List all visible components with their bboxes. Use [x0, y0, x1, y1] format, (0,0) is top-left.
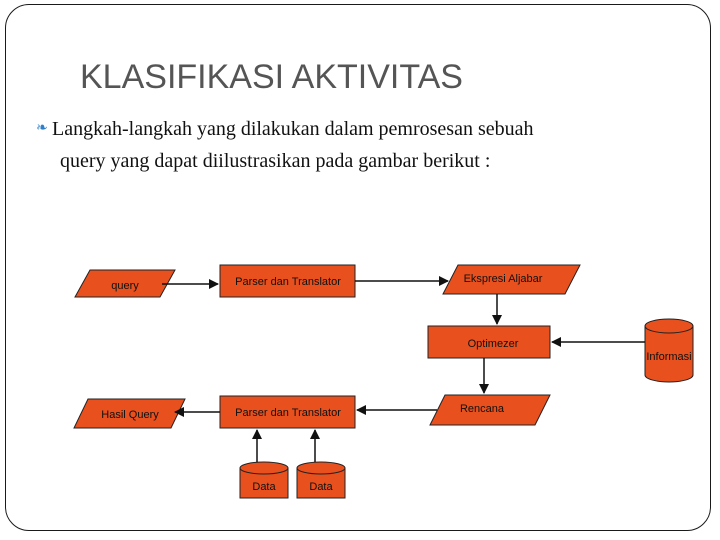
rencana-label: Rencana: [460, 403, 505, 415]
rencana-node: [429, 394, 551, 426]
bullet-icon: ❧: [36, 120, 48, 136]
data-database-icon: [239, 461, 289, 499]
hasil-query-node: [73, 398, 186, 429]
optimezer-label: Optimezer: [468, 338, 519, 350]
query-node: [74, 269, 176, 298]
ekspresi-aljabar-label: Ekspresi Aljabar: [464, 273, 543, 285]
query-label: query: [111, 280, 139, 292]
data-label-2: Data: [309, 481, 333, 493]
parser-translator-bottom-label: Parser dan Translator: [235, 407, 341, 419]
bullet-text-line-2: query yang dapat diilustrasikan pada gam…: [60, 150, 491, 172]
slide-frame: [5, 4, 711, 531]
parser-translator-top-label: Parser dan Translator: [235, 276, 341, 288]
slide-title: KLASIFIKASI AKTIVITAS: [80, 58, 463, 96]
hasil-query-label: Hasil Query: [101, 409, 159, 421]
data-label-1: Data: [252, 481, 276, 493]
bullet-text-line-1: Langkah-langkah yang dilakukan dalam pem…: [52, 118, 534, 140]
informasi-database-icon: [644, 318, 694, 383]
informasi-label: Informasi: [646, 351, 691, 363]
parser-translator-top-node: [219, 264, 356, 298]
data-database-icon: [296, 461, 346, 499]
optimezer-node: [427, 325, 551, 359]
